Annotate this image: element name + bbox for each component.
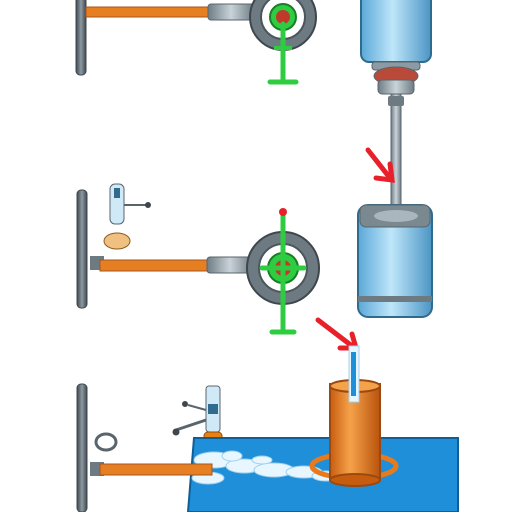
valve-stand-top <box>267 21 299 85</box>
wall-plate-middle <box>76 189 88 309</box>
red-arrow-top <box>365 147 395 183</box>
valve-hub-top <box>276 10 290 24</box>
ring-fitting <box>94 432 118 452</box>
scene-top <box>75 0 433 318</box>
wall-plate-bottom <box>76 383 88 512</box>
bulb-middle <box>103 232 131 250</box>
wall-plate-top <box>75 0 87 76</box>
scene-bottom <box>76 345 459 512</box>
upper-tank <box>360 0 432 63</box>
red-arrow-middle <box>315 317 360 351</box>
orange-rod-bottom <box>99 463 213 476</box>
orange-rod-middle <box>99 259 213 272</box>
valve-stand-middle <box>259 211 307 335</box>
piston-rod <box>390 93 402 213</box>
orange-rod-top <box>85 6 213 18</box>
steel-coupling-top <box>207 3 255 21</box>
scene-middle <box>76 183 360 351</box>
